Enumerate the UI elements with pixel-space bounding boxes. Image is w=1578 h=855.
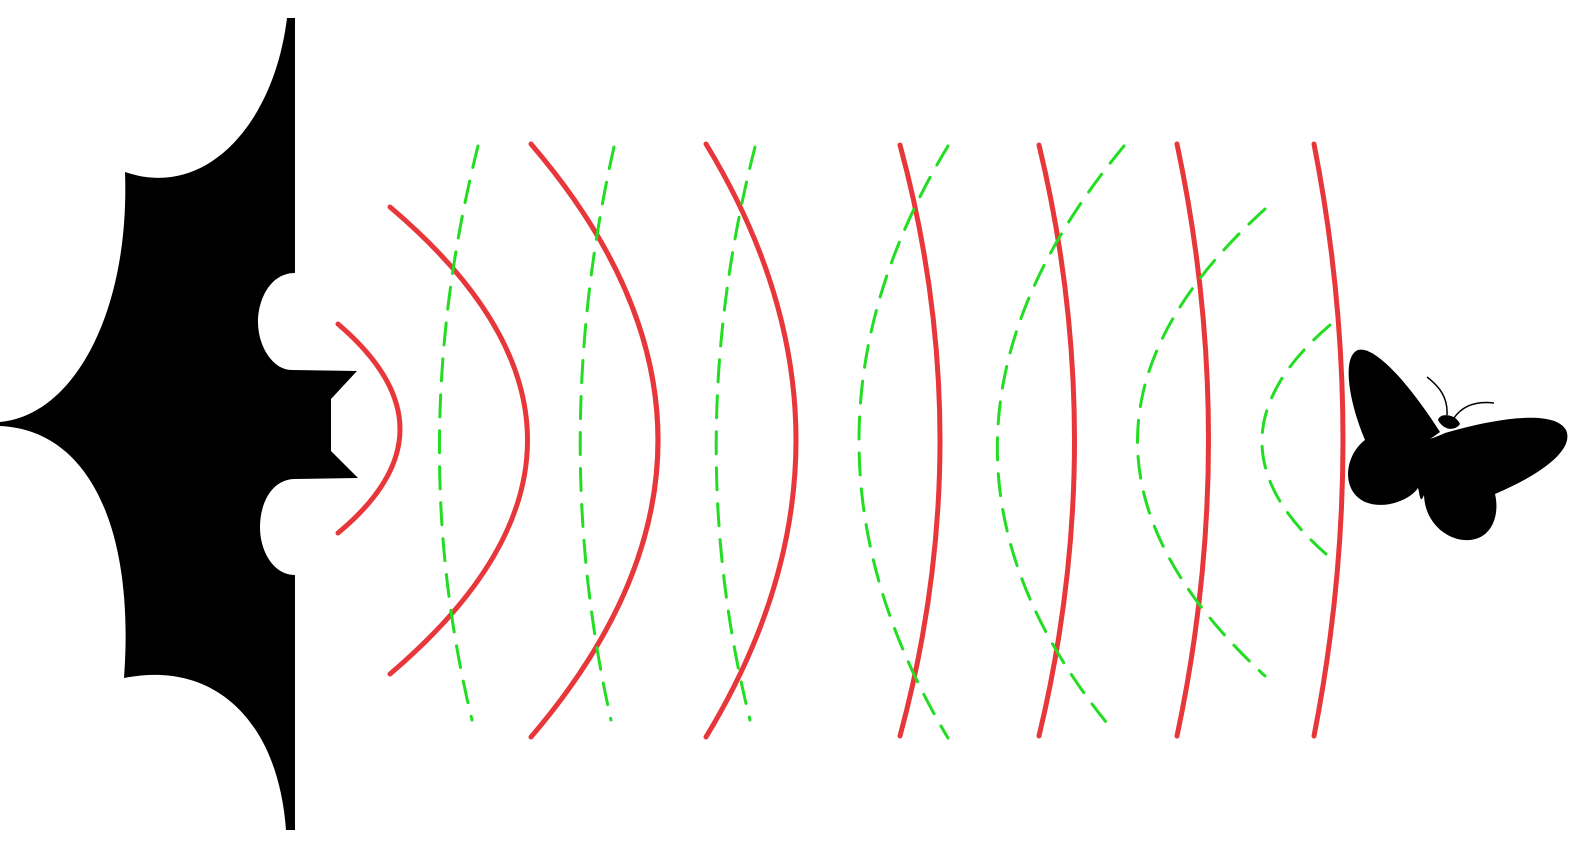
emitted-wave bbox=[335, 321, 403, 536]
echo-wave bbox=[714, 145, 757, 722]
echo-waves bbox=[437, 144, 1332, 740]
emitted-wave bbox=[1311, 141, 1346, 739]
bat-head-silhouette bbox=[0, 18, 358, 830]
moth-lower-wing bbox=[1348, 417, 1568, 541]
emitted-waves bbox=[335, 141, 1346, 740]
echo-wave bbox=[1136, 207, 1267, 678]
echo-wave bbox=[437, 144, 480, 722]
echo-wave bbox=[578, 145, 616, 722]
emitted-wave bbox=[1036, 142, 1077, 739]
moth-icon bbox=[1348, 349, 1568, 541]
emitted-wave bbox=[1174, 141, 1211, 739]
emitted-wave bbox=[528, 141, 661, 740]
moth-antenna bbox=[1426, 376, 1448, 416]
echo-wave bbox=[995, 144, 1126, 724]
bat-icon bbox=[0, 18, 358, 830]
echo-wave bbox=[857, 144, 950, 740]
emitted-wave bbox=[897, 142, 943, 739]
moth-head bbox=[1438, 415, 1460, 429]
emitted-wave bbox=[703, 141, 799, 740]
emitted-wave bbox=[387, 204, 530, 677]
moth-antenna bbox=[1453, 401, 1495, 419]
moth-upper-wing bbox=[1348, 349, 1440, 453]
echo-wave bbox=[1260, 323, 1332, 556]
